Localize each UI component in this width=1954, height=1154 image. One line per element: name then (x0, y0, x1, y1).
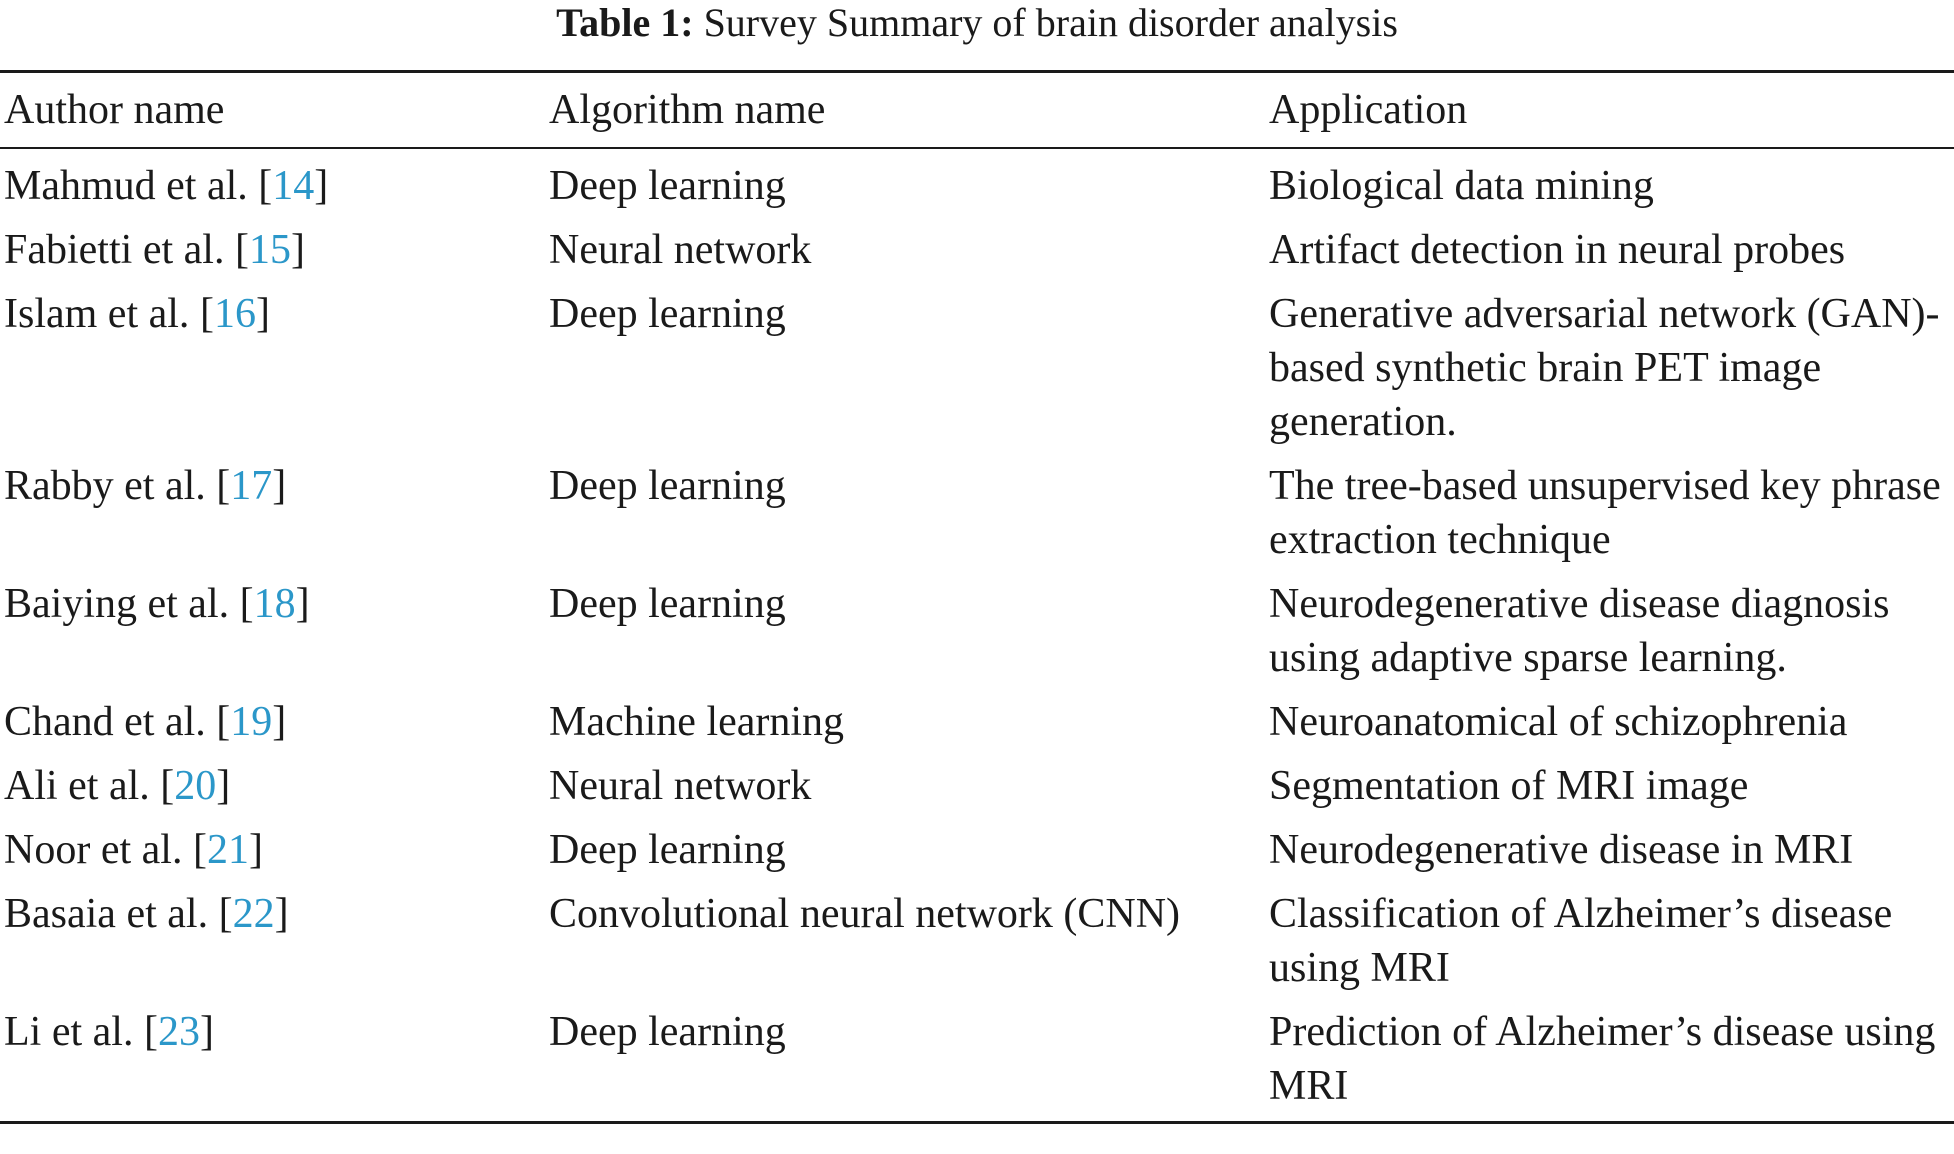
algorithm-cell: Deep learning (549, 1009, 786, 1055)
application-cell: Neuroanatomical of schizophrenia (1269, 699, 1848, 745)
author-cell: Basaia et al. [22] (4, 891, 289, 937)
author-name: Baiying et al. (4, 581, 230, 627)
table-row: Ali et al. [20] Neural network Segmentat… (0, 754, 1954, 818)
table-row: Chand et al. [19] Machine learning Neuro… (0, 690, 1954, 754)
application-cell: Prediction of Alzheimer’s disease using … (1269, 1009, 1936, 1109)
header-algorithm-name: Algorithm name (549, 71, 1269, 149)
algorithm-cell: Deep learning (549, 581, 786, 627)
author-cell: Noor et al. [21] (4, 827, 263, 873)
author-name: Chand et al. (4, 699, 206, 745)
author-name: Mahmud et al. (4, 163, 248, 209)
application-cell: Neurodegenerative disease in MRI (1269, 827, 1854, 873)
survey-table: Author name Algorithm name Application M… (0, 70, 1954, 1124)
author-cell: Islam et al. [16] (4, 291, 270, 337)
reference-link[interactable]: 18 (253, 581, 296, 627)
reference-link[interactable]: 14 (272, 163, 315, 209)
table-row: Islam et al. [16] Deep learning Generati… (0, 282, 1954, 454)
algorithm-cell: Deep learning (549, 291, 786, 337)
table-caption-text: Survey Summary of brain disorder analysi… (703, 0, 1398, 45)
reference-link[interactable]: 22 (232, 891, 275, 937)
algorithm-cell: Deep learning (549, 163, 786, 209)
table-row: Rabby et al. [17] Deep learning The tree… (0, 454, 1954, 572)
application-cell: Segmentation of MRI image (1269, 763, 1749, 809)
application-cell: The tree-based unsupervised key phrase e… (1269, 463, 1941, 563)
table-row: Fabietti et al. [15] Neural network Arti… (0, 218, 1954, 282)
header-application: Application (1269, 71, 1954, 149)
author-cell: Ali et al. [20] (4, 763, 231, 809)
reference-link[interactable]: 16 (213, 291, 256, 337)
author-name: Ali et al. (4, 763, 150, 809)
author-cell: Li et al. [23] (4, 1009, 214, 1055)
reference-link[interactable]: 15 (248, 227, 291, 273)
author-name: Noor et al. (4, 827, 183, 873)
application-cell: Artifact detection in neural probes (1269, 227, 1846, 273)
author-name: Fabietti et al. (4, 227, 225, 273)
application-cell: Generative adversarial network (GAN)-bas… (1269, 291, 1940, 445)
reference-link[interactable]: 17 (230, 463, 273, 509)
author-cell: Fabietti et al. [15] (4, 227, 305, 273)
author-cell: Chand et al. [19] (4, 699, 287, 745)
author-name: Islam et al. (4, 291, 190, 337)
algorithm-cell: Neural network (549, 227, 812, 273)
algorithm-cell: Machine learning (549, 699, 845, 745)
author-name: Li et al. (4, 1009, 134, 1055)
table-row: Li et al. [23] Deep learning Prediction … (0, 1000, 1954, 1123)
header-author-name: Author name (0, 71, 549, 149)
author-cell: Rabby et al. [17] (4, 463, 287, 509)
algorithm-cell: Deep learning (549, 463, 786, 509)
table-row: Basaia et al. [22] Convolutional neural … (0, 882, 1954, 1000)
author-cell: Baiying et al. [18] (4, 581, 310, 627)
algorithm-cell: Neural network (549, 763, 812, 809)
reference-link[interactable]: 23 (157, 1009, 200, 1055)
table-caption: Table 1:Survey Summary of brain disorder… (0, 0, 1954, 46)
author-name: Basaia et al. (4, 891, 209, 937)
application-cell: Biological data mining (1269, 163, 1654, 209)
reference-link[interactable]: 20 (174, 763, 217, 809)
table-header-row: Author name Algorithm name Application (0, 71, 1954, 149)
table-row: Noor et al. [21] Deep learning Neurodege… (0, 818, 1954, 882)
table-row: Baiying et al. [18] Deep learning Neurod… (0, 572, 1954, 690)
table-caption-label: Table 1: (556, 0, 694, 45)
reference-link[interactable]: 19 (230, 699, 273, 745)
table-row: Mahmud et al. [14] Deep learning Biologi… (0, 148, 1954, 218)
reference-link[interactable]: 21 (206, 827, 249, 873)
author-name: Rabby et al. (4, 463, 206, 509)
algorithm-cell: Deep learning (549, 827, 786, 873)
application-cell: Neurodegenerative disease diagnosis usin… (1269, 581, 1890, 681)
application-cell: Classification of Alzheimer’s disease us… (1269, 891, 1893, 991)
author-cell: Mahmud et al. [14] (4, 163, 329, 209)
algorithm-cell: Convolutional neural network (CNN) (549, 891, 1181, 937)
